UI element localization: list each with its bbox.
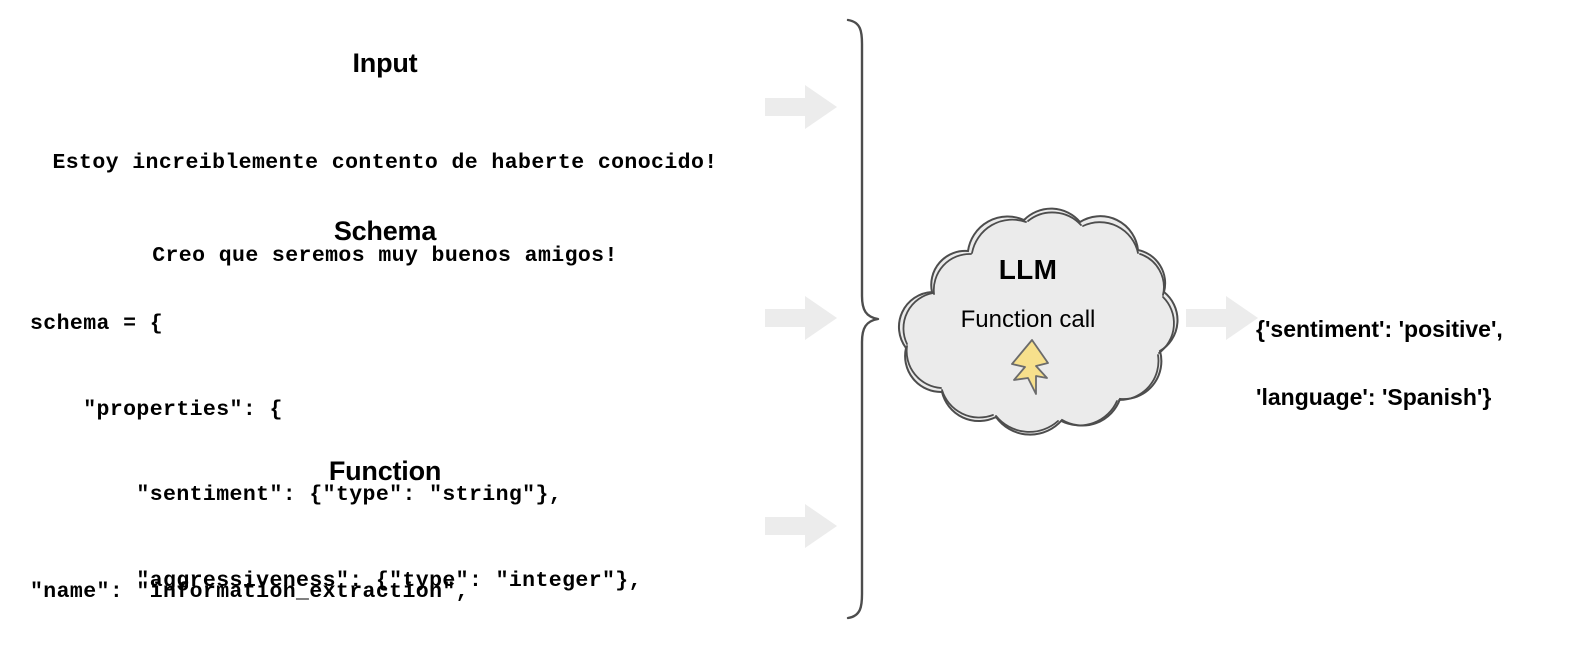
function-arrow-icon (765, 504, 837, 548)
input-line-1: Estoy increiblemente contento de haberte… (52, 151, 718, 175)
schema-line-2: "properties": { (30, 397, 283, 422)
input-arrow-icon (765, 85, 837, 129)
llm-title: LLM (998, 254, 1058, 285)
output-line-2: 'language': 'Spanish'} (1256, 384, 1492, 410)
output-arrow-icon (1186, 296, 1258, 340)
schema-line-1: schema = { (30, 312, 164, 336)
grouping-brace (846, 18, 880, 620)
llm-subtitle: Function call (960, 306, 1096, 333)
input-line-2: Creo que seremos muy buenos amigos! (152, 244, 618, 268)
output-line-1: {'sentiment': 'positive', (1256, 316, 1503, 342)
schema-section-heading: Schema (333, 216, 437, 246)
schema-line-4: "aggressiveness": {"type": "integer"}, (30, 568, 642, 593)
llm-cloud: LLM Function call (872, 196, 1184, 436)
cloud-shape-icon (897, 207, 1179, 436)
function-code-block: "name": "information_extraction", "descr… (30, 492, 790, 647)
schema-arrow-icon (765, 296, 837, 340)
output-result: {'sentiment': 'positive', 'language': 'S… (1256, 278, 1576, 448)
input-section-heading: Input (352, 48, 418, 78)
schema-line-3: "sentiment": {"type": "string"}, (30, 483, 563, 507)
schema-code-block: schema = { "properties": { "sentiment": … (30, 253, 750, 647)
function-section-heading: Function (328, 456, 442, 486)
function-line-1: "name": "information_extraction", (30, 580, 469, 604)
lightning-bolt-icon (1011, 339, 1049, 395)
input-text-block: Estoy increiblemente contento de haberte… (20, 86, 750, 334)
